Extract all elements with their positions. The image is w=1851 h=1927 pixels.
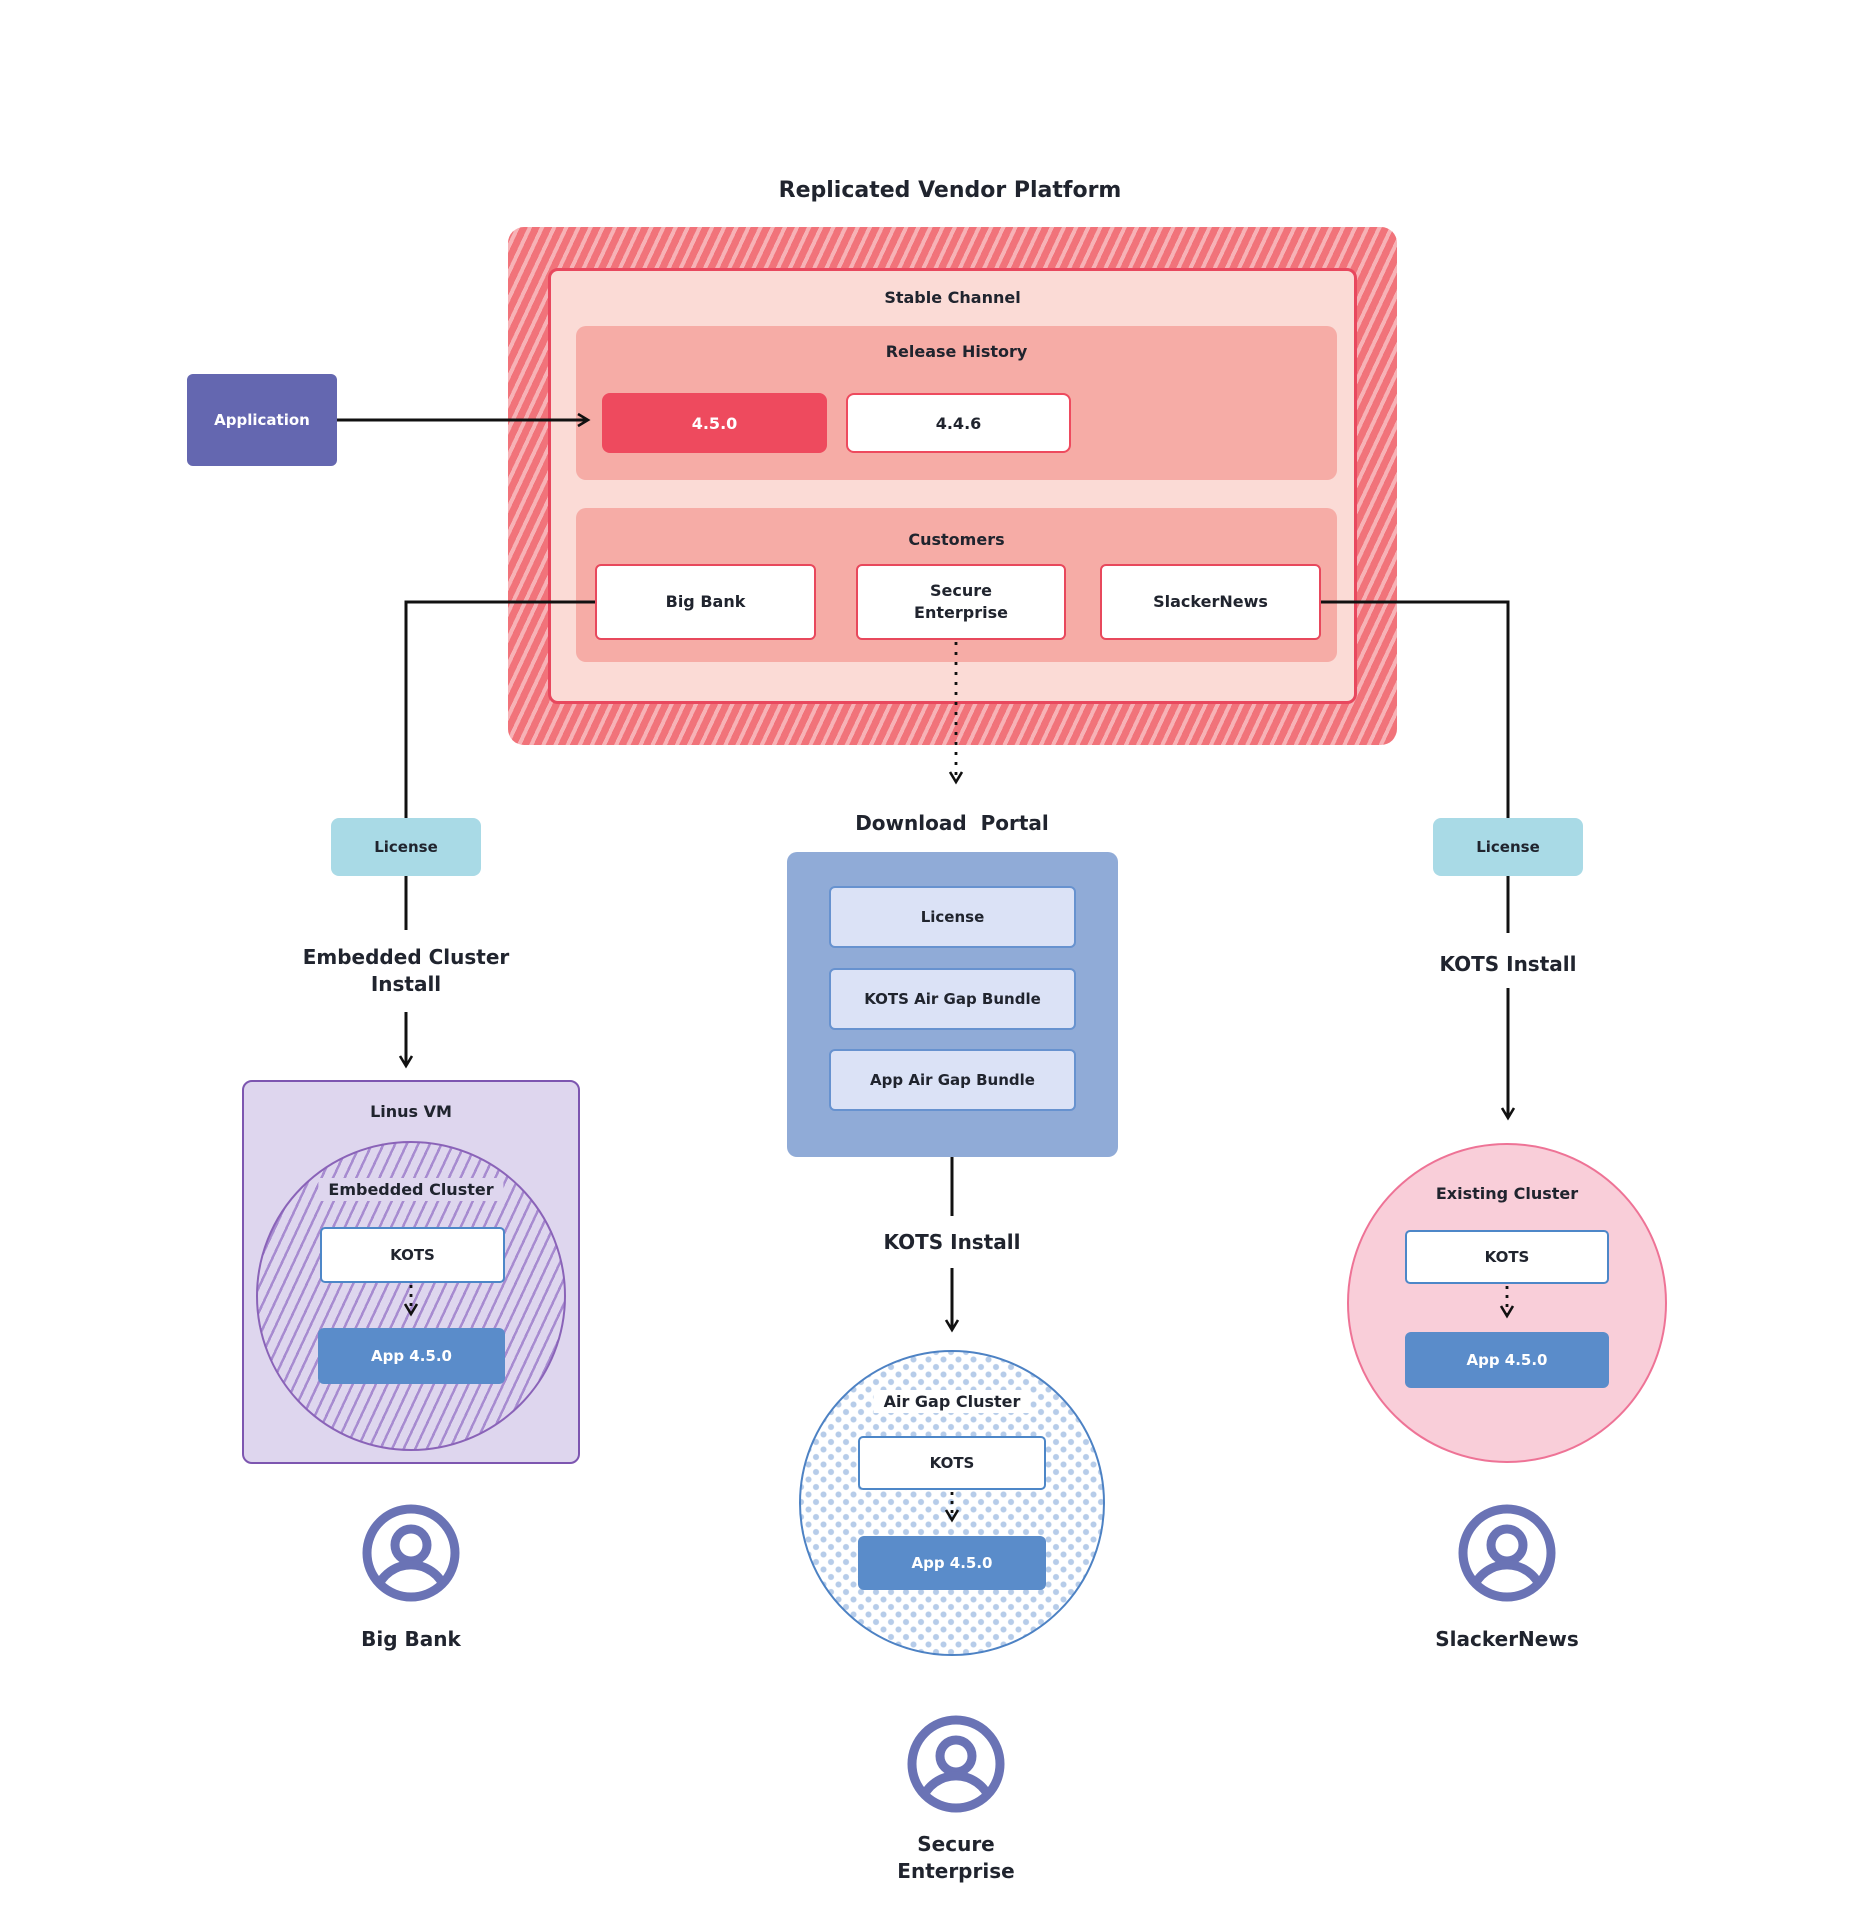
user-icon — [1458, 1504, 1556, 1602]
secure-kots-install-label: KOTS Install — [883, 1230, 1021, 1254]
release-446-box: 4.4.6 — [846, 393, 1071, 453]
slackernews-app-box: App 4.5.0 — [1405, 1332, 1609, 1388]
big-bank-license-badge: License — [331, 818, 481, 876]
embedded-cluster-install-label: Embedded Cluster Install — [302, 945, 510, 996]
page-title: Replicated Vendor Platform — [778, 178, 1122, 203]
download-portal-label: Download Portal — [855, 811, 1049, 835]
release-history-label: Release History — [885, 342, 1028, 361]
portal-kots-air-gap-bundle-box: KOTS Air Gap Bundle — [829, 968, 1076, 1030]
linus-vm-label: Linus VM — [370, 1102, 452, 1121]
existing-cluster-label: Existing Cluster — [1435, 1184, 1579, 1203]
slackernews-kots-box: KOTS — [1405, 1230, 1609, 1284]
user-icon — [362, 1504, 460, 1602]
customers-label: Customers — [908, 530, 1005, 549]
slackernews-kots-install-label: KOTS Install — [1439, 952, 1577, 976]
big-bank-kots-box: KOTS — [320, 1227, 505, 1283]
air-gap-cluster-label: Air Gap Cluster — [873, 1390, 1031, 1413]
slackernews-customer-label: SlackerNews — [1435, 1627, 1579, 1651]
big-bank-app-box: App 4.5.0 — [318, 1328, 505, 1384]
embedded-cluster-label: Embedded Cluster — [318, 1178, 504, 1201]
stable-channel-label: Stable Channel — [884, 288, 1021, 307]
customer-big-bank-box: Big Bank — [595, 564, 816, 640]
customer-secure-enterprise-box: Secure Enterprise — [856, 564, 1066, 640]
big-bank-customer-label: Big Bank — [361, 1627, 461, 1651]
portal-app-air-gap-bundle-box: App Air Gap Bundle — [829, 1049, 1076, 1111]
portal-license-box: License — [829, 886, 1076, 948]
secure-app-box: App 4.5.0 — [858, 1536, 1046, 1590]
slackernews-license-badge: License — [1433, 818, 1583, 876]
customer-slackernews-box: SlackerNews — [1100, 564, 1321, 640]
secure-kots-box: KOTS — [858, 1436, 1046, 1490]
user-icon — [907, 1715, 1005, 1813]
secure-customer-label: Secure Enterprise — [897, 1832, 1015, 1883]
release-450-box: 4.5.0 — [602, 393, 827, 453]
application-box: Application — [187, 374, 337, 466]
